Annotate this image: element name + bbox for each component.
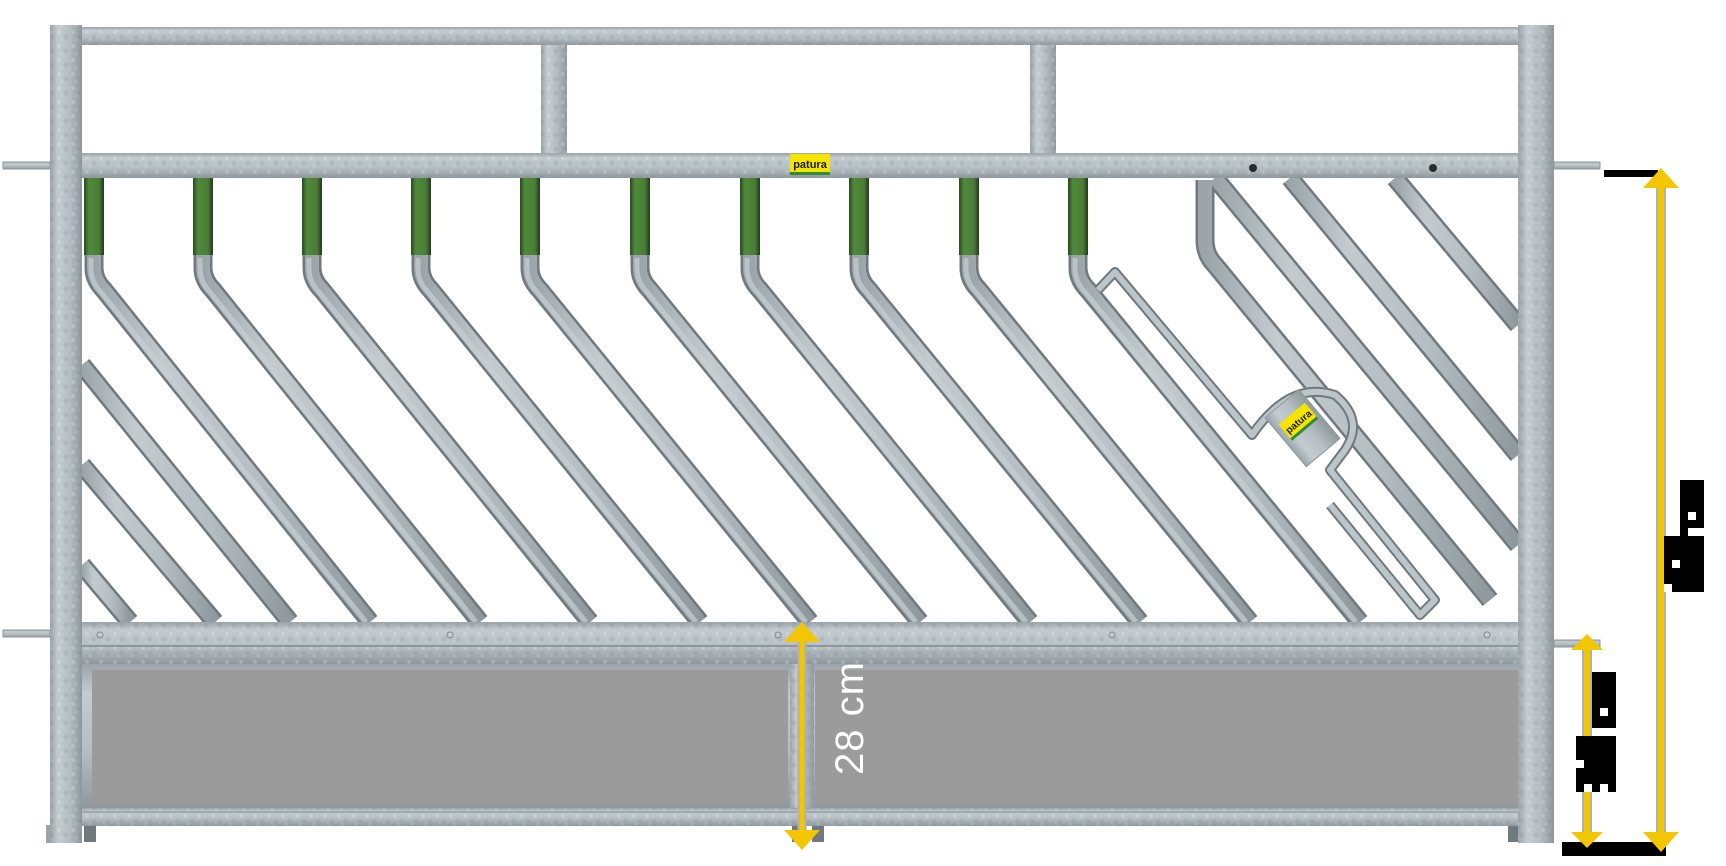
dimension-arrow-sill <box>784 622 820 850</box>
bottom-panel-left <box>92 670 788 804</box>
self-locking-mechanism: patura <box>1094 267 1440 620</box>
dimension-label-sill: 28 cm <box>828 661 872 775</box>
svg-text:patura: patura <box>793 159 828 171</box>
bottom-panel-right <box>815 670 1518 804</box>
patura-logo-top: patura <box>790 154 830 175</box>
green-bar-caps <box>84 178 1088 255</box>
locking-bracket: patura <box>1264 388 1341 468</box>
redacted-label-total-height <box>1664 480 1704 592</box>
diagonal-bars <box>74 171 1526 629</box>
redacted-label-lower-height <box>1576 672 1616 792</box>
dimension-arrow-total-height <box>1604 168 1679 852</box>
